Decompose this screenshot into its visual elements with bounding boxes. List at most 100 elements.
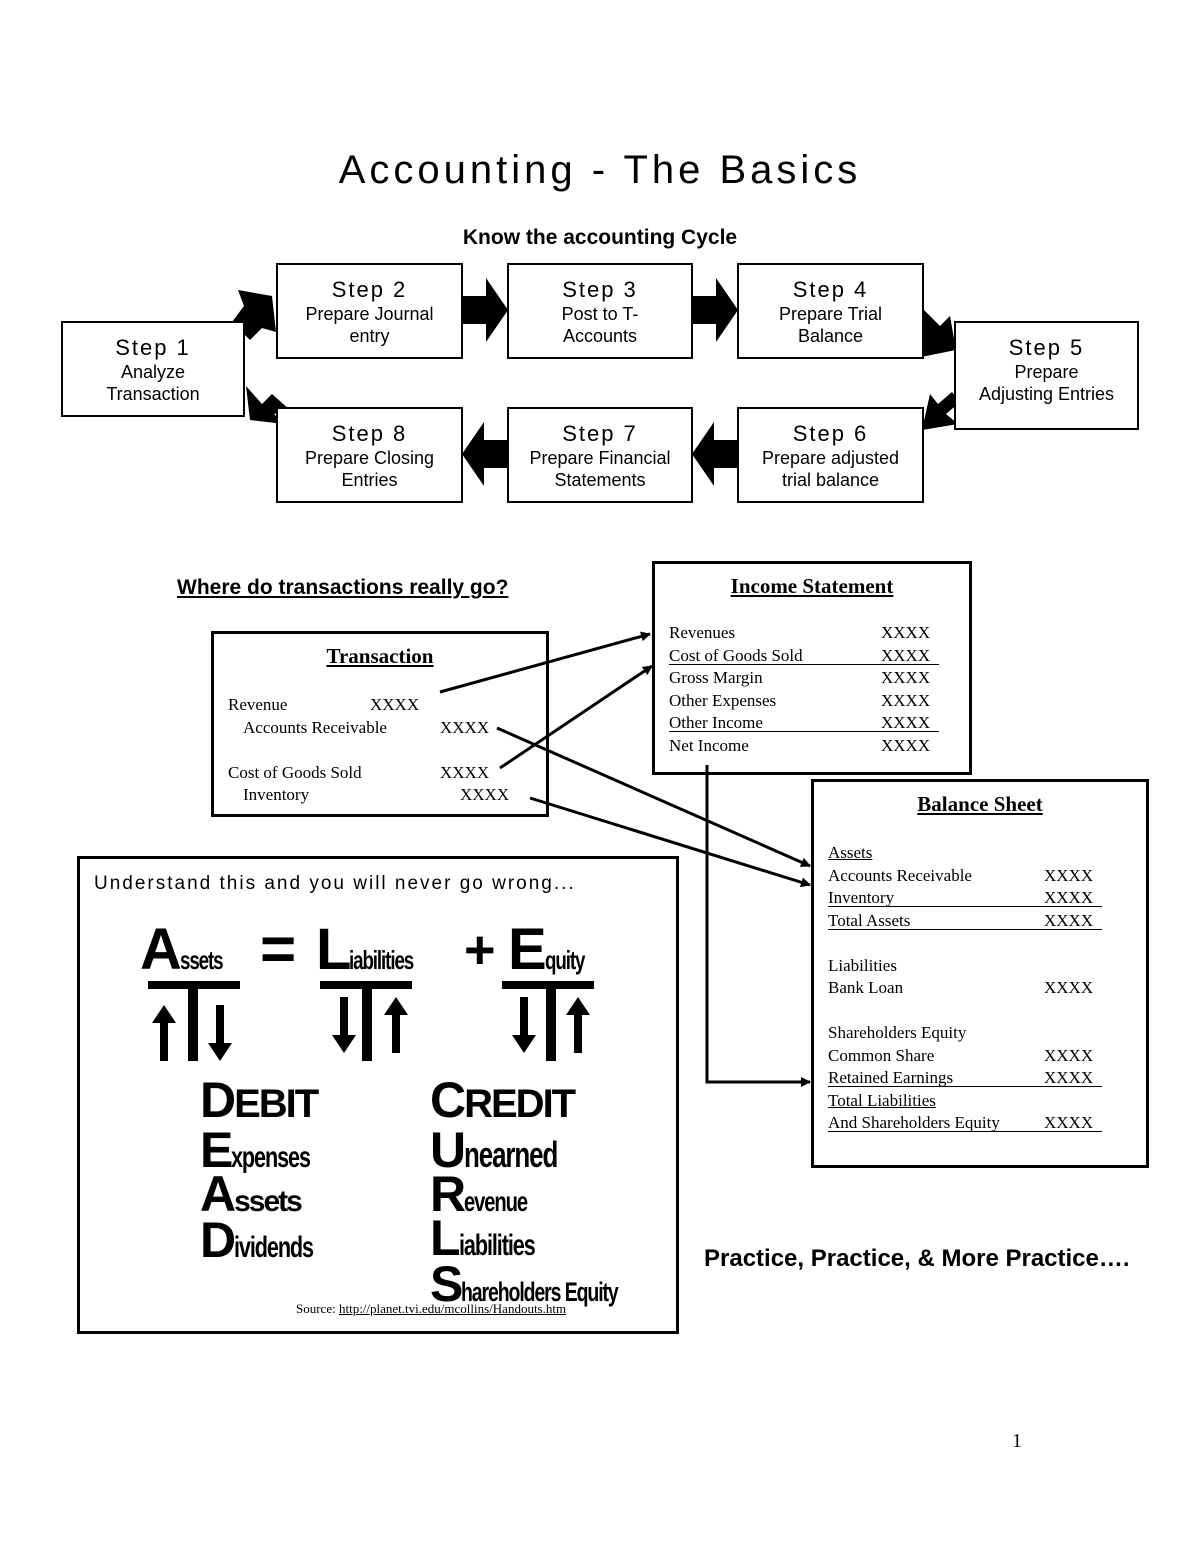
source-link[interactable]: http://planet.tvi.edu/mcollins/Handouts.… [338, 1301, 567, 1316]
arrow-up-icon [566, 997, 590, 1053]
cycle-arrows [232, 278, 960, 486]
equation-assets: Assets [140, 917, 223, 982]
transaction-row: Cost of Goods Sold XXXX [228, 762, 490, 782]
equity-heading: Shareholders Equity [828, 1023, 967, 1042]
source-label: Source: [296, 1301, 336, 1316]
step-4-box: Step 4 Prepare Trial Balance [737, 263, 924, 359]
flow-arrow-receivable [496, 726, 811, 868]
where-heading: Where do transactions really go? [177, 576, 509, 599]
flow-arrow-revenue [439, 631, 651, 694]
step-desc: Transaction [106, 384, 200, 404]
step-desc: Prepare [1014, 362, 1079, 382]
balance-row: Accounts Receivable XXXX [828, 865, 1094, 885]
step-number: Step 2 [331, 277, 408, 302]
balance-sheet-box: Balance Sheet Assets Accounts Receivable… [811, 779, 1149, 1168]
debit-line: Assets [200, 1166, 303, 1222]
step-6-box: Step 6 Prepare adjusted trial balance [737, 407, 924, 503]
transaction-title: Transaction [326, 644, 434, 668]
flow-arrow-inventory [529, 796, 811, 888]
debit-line: Expenses [200, 1122, 311, 1178]
transaction-row: Revenue XXXX [228, 695, 420, 714]
balance-row: Inventory XXXX [828, 887, 1108, 910]
step-number: Step 7 [562, 421, 638, 446]
equation-plus: + [464, 920, 496, 980]
credit-line: Liabilities [430, 1210, 535, 1266]
step-desc: Analyze [120, 362, 186, 382]
credit-line: Unearned [430, 1122, 558, 1178]
arrow-step8-to-step1 [246, 386, 290, 424]
step-1-box: Step 1 Analyze Transaction [61, 321, 245, 417]
step-8-box: Step 8 Prepare Closing Entries [276, 407, 463, 503]
income-row: Other Expenses XXXX [669, 690, 931, 710]
income-row: Gross Margin XXXX [669, 668, 931, 687]
liabilities-heading: Liabilities [828, 955, 897, 975]
step-number: Step 1 [115, 335, 191, 360]
step-desc: Prepare adjusted [761, 448, 900, 468]
equation-equity: Equity [508, 917, 585, 982]
step-desc: Entries [341, 470, 398, 490]
arrow-down-icon [208, 1005, 232, 1061]
step-desc: Accounts [562, 326, 638, 346]
flow-arrow-net-income [705, 765, 811, 1087]
step-desc: Prepare Financial [529, 448, 671, 468]
step-desc: Prepare Journal [305, 304, 434, 324]
income-statement-box: Income Statement Revenues XXXX Cost of G… [652, 561, 972, 775]
balance-row: Total Assets XXXX [828, 910, 1108, 933]
step-number: Step 8 [331, 421, 408, 446]
credit-mnemonic: CREDIT Unearned Revenue Liabilities Shar… [430, 1072, 679, 1312]
page-number: 1 [1012, 1430, 1022, 1452]
credit-line: Shareholders Equity [430, 1256, 619, 1312]
assets-heading: Assets [828, 843, 873, 862]
step-number: Step 5 [1008, 335, 1085, 360]
page-title: Accounting - The Basics [338, 148, 862, 192]
equation-liabilities: Liabilities [316, 917, 415, 982]
arrow-up-icon [152, 1005, 176, 1061]
cycle-subtitle: Know the accounting Cycle [462, 226, 738, 249]
step-number: Step 4 [792, 277, 869, 302]
balance-row: Total Liabilities [828, 1090, 936, 1110]
t-accounts [148, 981, 594, 1061]
arrow-down-icon [512, 997, 536, 1053]
step-desc: Statements [554, 470, 646, 490]
step-5-box: Step 5 Prepare Adjusting Entries [954, 321, 1139, 430]
step-desc: Adjusting Entries [978, 384, 1115, 404]
transaction-row: Inventory XXXX [243, 785, 510, 804]
arrow-step3-to-step4 [692, 278, 738, 342]
transaction-row: Accounts Receivable XXXX [243, 717, 490, 737]
balance-row: Bank Loan XXXX [828, 978, 1094, 997]
understand-heading: Understand this and you will never go wr… [94, 873, 576, 894]
practice-text: Practice, Practice, & More Practice…. [704, 1245, 1130, 1272]
arrow-up-icon [384, 997, 408, 1053]
debit-line: Dividends [200, 1212, 314, 1268]
debit-mnemonic: DEBIT Expenses Assets Dividends [200, 1075, 344, 1268]
step-2-box: Step 2 Prepare Journal entry [276, 263, 463, 359]
arrow-step5-to-step6 [922, 392, 960, 430]
arrow-step2-to-step3 [462, 278, 508, 342]
assets-t-account [148, 981, 240, 1061]
balance-row: Retained Earnings XXXX [828, 1067, 1108, 1090]
step-desc: entry [349, 326, 390, 346]
step-7-box: Step 7 Prepare Financial Statements [507, 407, 693, 503]
balance-row: And Shareholders Equity XXXX [828, 1112, 1108, 1135]
income-row: Revenues XXXX [669, 623, 931, 642]
understand-box: Understand this and you will never go wr… [77, 856, 679, 1334]
equity-t-account [502, 981, 594, 1061]
income-row: Other Income XXXX [669, 712, 941, 735]
source-line: Source: http://planet.tvi.edu/mcollins/H… [296, 1301, 566, 1317]
step-number: Step 3 [562, 277, 638, 302]
flow-arrows [439, 631, 811, 1087]
step-number: Step 6 [792, 421, 869, 446]
credit-line: CREDIT [430, 1072, 576, 1128]
step-desc: Prepare Trial [778, 304, 883, 324]
arrow-down-icon [332, 997, 356, 1053]
liabilities-t-account [320, 981, 412, 1061]
step-desc: trial balance [781, 470, 880, 490]
step-3-box: Step 3 Post to T- Accounts [507, 263, 693, 359]
arrow-step6-to-step7 [692, 422, 738, 486]
balance-sheet-title: Balance Sheet [917, 792, 1043, 816]
income-statement-title: Income Statement [730, 574, 894, 598]
balance-row: Common Share XXXX [828, 1045, 1094, 1065]
credit-line: Revenue [430, 1166, 528, 1222]
income-row: Net Income XXXX [669, 735, 931, 755]
transaction-box: Transaction Revenue XXXX Accounts Receiv… [211, 631, 549, 817]
